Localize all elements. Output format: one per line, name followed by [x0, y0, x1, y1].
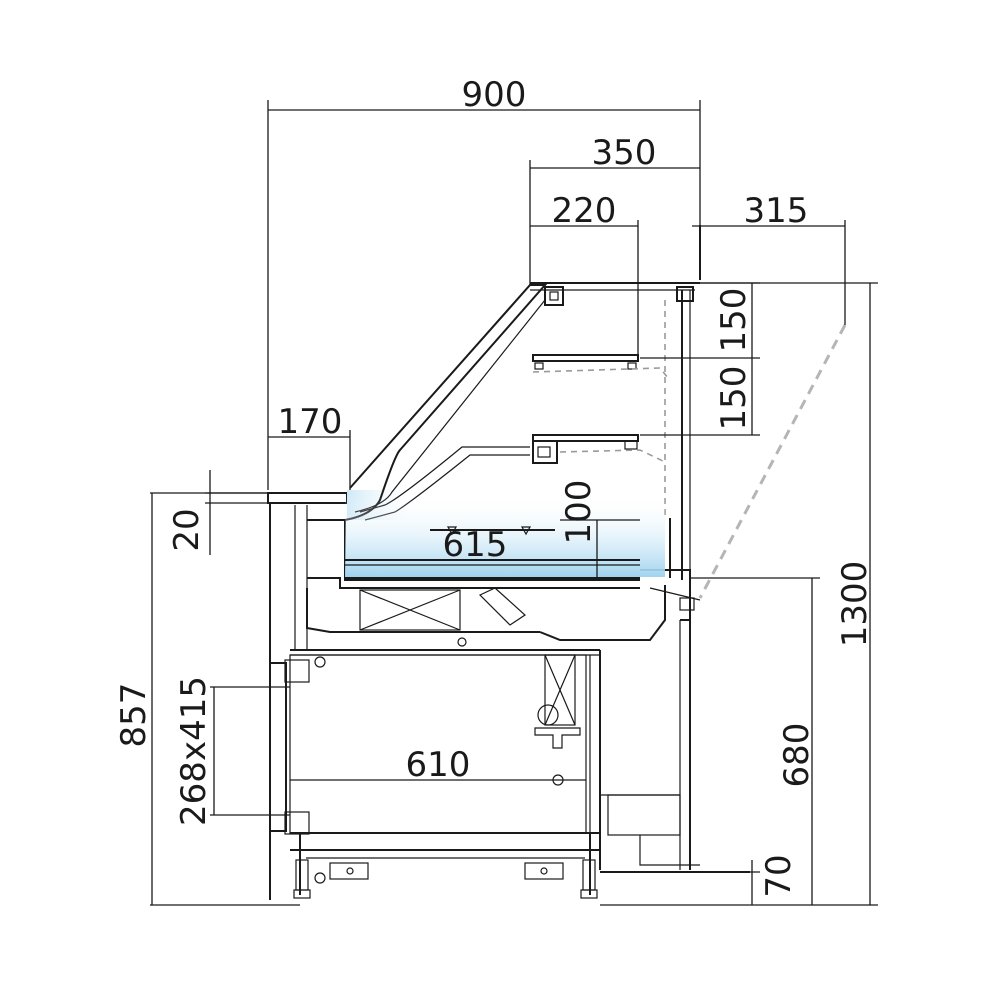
dim-total-height: 1300	[835, 561, 875, 648]
dim-total-depth: 900	[462, 75, 527, 115]
dim-tray-depth: 615	[443, 525, 508, 565]
dim-middle-shelf-gap: 150	[714, 366, 754, 431]
front-ledge	[267, 492, 348, 504]
upper-shelf	[532, 354, 639, 362]
display-tray	[345, 495, 665, 579]
dim-top-shelf-gap: 150	[714, 288, 754, 353]
front-glass	[344, 284, 548, 521]
dim-rear-counter-height: 680	[777, 723, 817, 788]
dim-counter-height: 857	[114, 683, 154, 748]
base-frame	[290, 832, 600, 899]
tray-glow	[345, 495, 665, 577]
dim-upper-depth: 350	[592, 133, 657, 173]
dim-drawer-size: 268x415	[174, 676, 214, 826]
dim-open-glass-depth: 315	[744, 191, 809, 231]
dim-tray-height: 100	[559, 480, 599, 545]
dim-plinth-height: 70	[759, 854, 799, 897]
storage-compartment	[289, 654, 587, 834]
middle-shelf	[532, 434, 639, 442]
open-rear-glass	[698, 324, 847, 599]
dimension-lines	[150, 100, 878, 906]
dim-shelf-depth: 220	[552, 191, 617, 231]
dim-front-ledge: 170	[278, 402, 343, 442]
dimension-labels: 900 350 220 315 170 20 150 150 100 615 8…	[114, 75, 875, 898]
dim-storage-depth: 610	[406, 745, 471, 785]
dim-ledge-thickness: 20	[167, 508, 207, 551]
